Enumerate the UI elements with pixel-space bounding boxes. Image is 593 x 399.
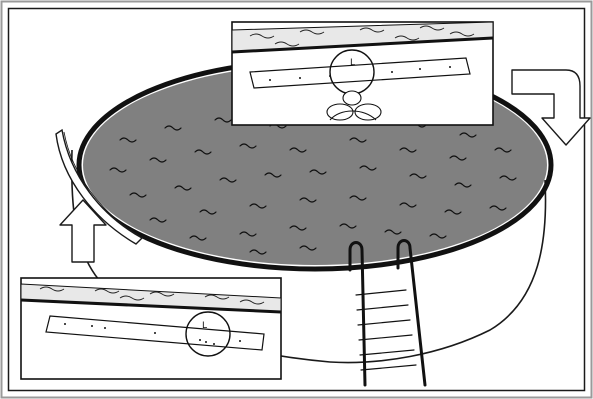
callout-top-rail — [249, 57, 471, 89]
water-ripple — [249, 249, 267, 255]
water-ripple — [239, 231, 257, 237]
water-ripple — [399, 202, 417, 208]
water-ripple — [249, 203, 267, 209]
water-ripple — [494, 147, 512, 153]
water-ripple — [309, 169, 327, 175]
water-ripple — [199, 209, 217, 215]
water-ripple — [444, 209, 462, 215]
water-ripple — [164, 125, 182, 131]
water-ripple — [359, 165, 377, 171]
callout-bottom: L — [20, 277, 282, 380]
water-ripple — [149, 157, 167, 163]
callout-top-hands — [326, 90, 382, 121]
water-ripple — [129, 192, 147, 198]
arrow-turn-down-icon — [511, 69, 591, 146]
water-ripple — [454, 182, 472, 188]
water-ripple — [459, 132, 477, 138]
water-ripple — [119, 137, 137, 143]
water-ripple — [219, 177, 237, 183]
water-ripple — [409, 173, 427, 179]
water-ripple — [149, 217, 167, 223]
water-ripple — [399, 147, 417, 153]
figure-inner-frame — [7, 7, 586, 392]
water-ripple — [384, 229, 402, 235]
water-ripples — [109, 115, 517, 255]
water-ripple — [189, 235, 207, 241]
water-ripple — [489, 205, 507, 211]
water-ripple — [239, 143, 257, 149]
water-ripple — [499, 175, 517, 181]
pool-ladder — [348, 239, 427, 387]
callout-top: L — [231, 21, 494, 126]
water-ripple — [194, 149, 212, 155]
callout-bottom-label: L — [202, 321, 207, 331]
water-ripple — [349, 137, 367, 143]
top-rail-segment — [55, 128, 144, 245]
callout-bottom-detail-circle — [185, 311, 231, 357]
water-ripple — [289, 225, 307, 231]
water-ripple — [109, 167, 127, 173]
arrow-up-icon — [59, 199, 107, 263]
water-ripple — [289, 147, 307, 153]
callout-bottom-rim — [21, 283, 281, 313]
water-ripple — [214, 117, 232, 123]
water-ripple — [174, 185, 192, 191]
callout-top-label: L — [350, 58, 355, 68]
water-ripple — [299, 197, 317, 203]
water-ripple — [349, 195, 367, 201]
water-ripple — [299, 245, 317, 251]
water-ripple — [449, 155, 467, 161]
water-ripple — [429, 233, 447, 239]
water-ripple — [339, 223, 357, 229]
water-ripple — [264, 172, 282, 178]
